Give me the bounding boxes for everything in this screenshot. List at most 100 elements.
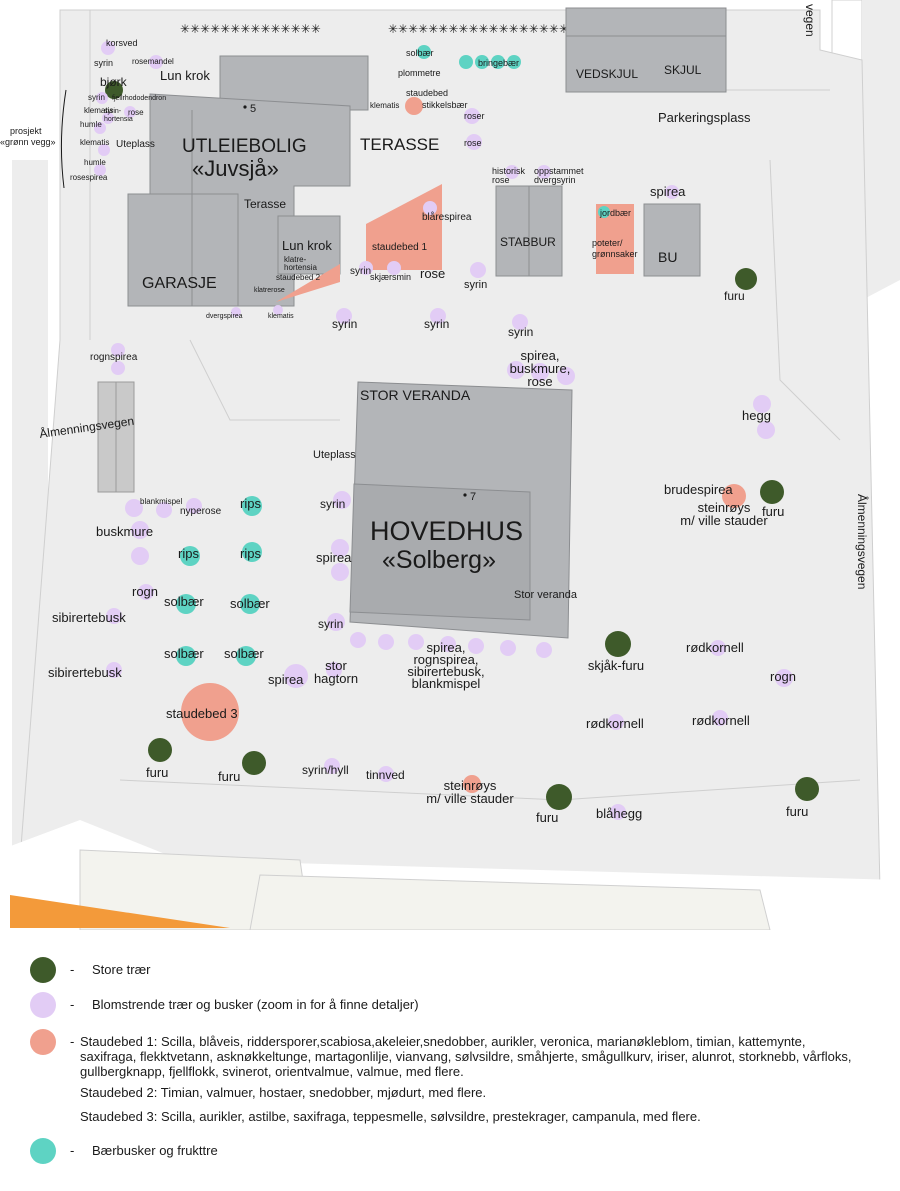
flower-marker	[710, 640, 726, 656]
flower-marker	[106, 662, 122, 678]
flower-marker	[106, 608, 122, 624]
bottom-lot-mid	[249, 874, 771, 930]
plant-label-blankmispel: blankmispel	[140, 497, 182, 506]
plant-label-line: syrin	[508, 325, 533, 339]
plant-label-line: rose	[527, 374, 552, 389]
tree-marker	[546, 784, 572, 810]
berry-swatch	[30, 1138, 56, 1164]
perennial-marker	[722, 484, 746, 508]
tree-marker	[605, 631, 631, 657]
plant-label-line: furu	[762, 504, 784, 519]
flower-swatch	[30, 992, 56, 1018]
side-note-bracket	[60, 89, 67, 189]
label-skjul: SKJUL	[664, 63, 702, 77]
plant-label-staudebed-1: staudebed 1	[372, 242, 427, 253]
legend-staudebed-2: Staudebed 2: Timian, valmuer, hostaer, s…	[80, 1085, 860, 1100]
plant-label-syrin-a: syrin	[94, 58, 113, 68]
plant-label-syrin-h: syrin	[320, 497, 345, 511]
berry-marker	[417, 45, 431, 59]
plant-label-korsved: korsved	[106, 38, 138, 48]
plant-label-line: bringebær	[478, 58, 519, 68]
plant-label-line: buskmure,	[510, 361, 571, 376]
staudebed-3-title: Staudebed 3:	[80, 1109, 158, 1124]
flower-marker	[327, 613, 345, 631]
label-terasse: TERASSE	[360, 135, 439, 154]
perennial-marker	[405, 97, 423, 115]
plant-label-blaarespirea: blårespirea	[422, 211, 472, 223]
plant-label-line: furu	[724, 289, 745, 303]
tree-marker	[760, 480, 784, 504]
plant-label-line: korsved	[106, 38, 138, 48]
plant-label-jordbaer: jordbær	[599, 208, 631, 218]
plant-label-spirea-group: spirea,rognspirea,sibirertebusk,blankmis…	[407, 640, 484, 691]
plant-label-line: rose	[464, 138, 482, 148]
legend-dash: -	[70, 1143, 75, 1158]
flower-marker	[94, 164, 106, 176]
flower-marker	[440, 636, 456, 652]
plant-label-line: stikkelsbær	[422, 100, 468, 110]
label-terasse-small: Terasse	[244, 197, 286, 211]
flower-marker	[131, 521, 149, 539]
plant-label-klematis-d: klematis	[268, 313, 294, 320]
plant-label-line: humle	[80, 120, 102, 129]
plant-label-furu-d: furu	[218, 769, 240, 784]
plant-label-line: poteter/	[592, 238, 623, 248]
label-stor-veranda: STOR VERANDA	[360, 387, 471, 403]
flower-marker	[507, 361, 525, 379]
plant-label-line: furu	[218, 769, 240, 784]
flower-marker	[536, 642, 552, 658]
building-lun-krok-2	[277, 215, 341, 275]
berry-marker	[240, 594, 260, 614]
plant-label-line: rose	[492, 175, 510, 185]
flower-marker	[610, 804, 626, 820]
plant-label-line: blankmispel	[412, 676, 481, 691]
plant-label-blaahegg: blåhegg	[596, 806, 642, 821]
plant-label-rognspirea: rognspirea	[90, 352, 138, 363]
plant-label-line: rødkornell	[586, 716, 644, 731]
building-garasje	[127, 193, 239, 307]
flower-marker	[757, 421, 775, 439]
plant-label-solbaer-b: solbær	[230, 596, 270, 611]
plant-label-rodkornell-a: rødkornell	[686, 640, 744, 655]
plant-label-rips-c: rips	[240, 546, 261, 561]
flower-marker	[336, 308, 352, 324]
plant-label-tinnved: tinnved	[366, 768, 405, 782]
path-line	[189, 339, 340, 421]
plant-label-klatrerose: klatrerose	[254, 287, 285, 294]
plant-label-line: syrin	[350, 266, 371, 277]
flower-marker	[387, 261, 401, 275]
tree-swatch	[30, 957, 56, 983]
flower-marker	[430, 308, 446, 324]
plant-label-line: staudebed 1	[372, 242, 427, 253]
flower-marker	[102, 112, 114, 124]
berry-marker	[475, 55, 489, 69]
plant-label-rogn-a: rogn	[132, 584, 158, 599]
plant-label-line: syrin	[320, 497, 345, 511]
label-uteplass-1: Uteplass	[116, 139, 155, 150]
label-house-no-7: 7	[470, 491, 476, 503]
plant-label-line: skjåk-furu	[588, 658, 644, 673]
plant-label-line: sibirertebusk	[48, 665, 122, 680]
plant-label-syrin-f: syrin	[424, 317, 449, 331]
plant-label-line: blankmispel	[140, 497, 182, 506]
plant-label-line: rognspirea	[90, 352, 138, 363]
plant-label-line: furu	[536, 810, 558, 825]
plant-label-line: klematis	[370, 101, 399, 110]
plant-label-dvergspirea: dvergspirea	[206, 313, 243, 320]
flower-marker	[131, 547, 149, 565]
plant-label-line: staudebed 3	[166, 706, 238, 721]
flower-marker	[468, 638, 484, 654]
tree-marker	[735, 268, 757, 290]
plant-label-line: m/ ville stauder	[426, 791, 514, 806]
plant-label-syrin-hortensia: syrin-hortensia	[104, 108, 133, 123]
plant-label-hegg: hegg	[742, 408, 771, 423]
flower-marker	[500, 640, 516, 656]
label-hovedhus: HOVEDHUS	[370, 516, 523, 546]
plant-label-rodkornell-b: rødkornell	[586, 716, 644, 731]
plant-label-line: solbær	[406, 48, 434, 58]
plant-label-line: jordbær	[599, 208, 631, 218]
plant-label-line: syrin	[424, 317, 449, 331]
tree-marker	[105, 81, 123, 99]
plant-label-sibirertebusk-a: sibirertebusk	[52, 610, 126, 625]
plant-label-line: brudespirea	[664, 482, 733, 497]
